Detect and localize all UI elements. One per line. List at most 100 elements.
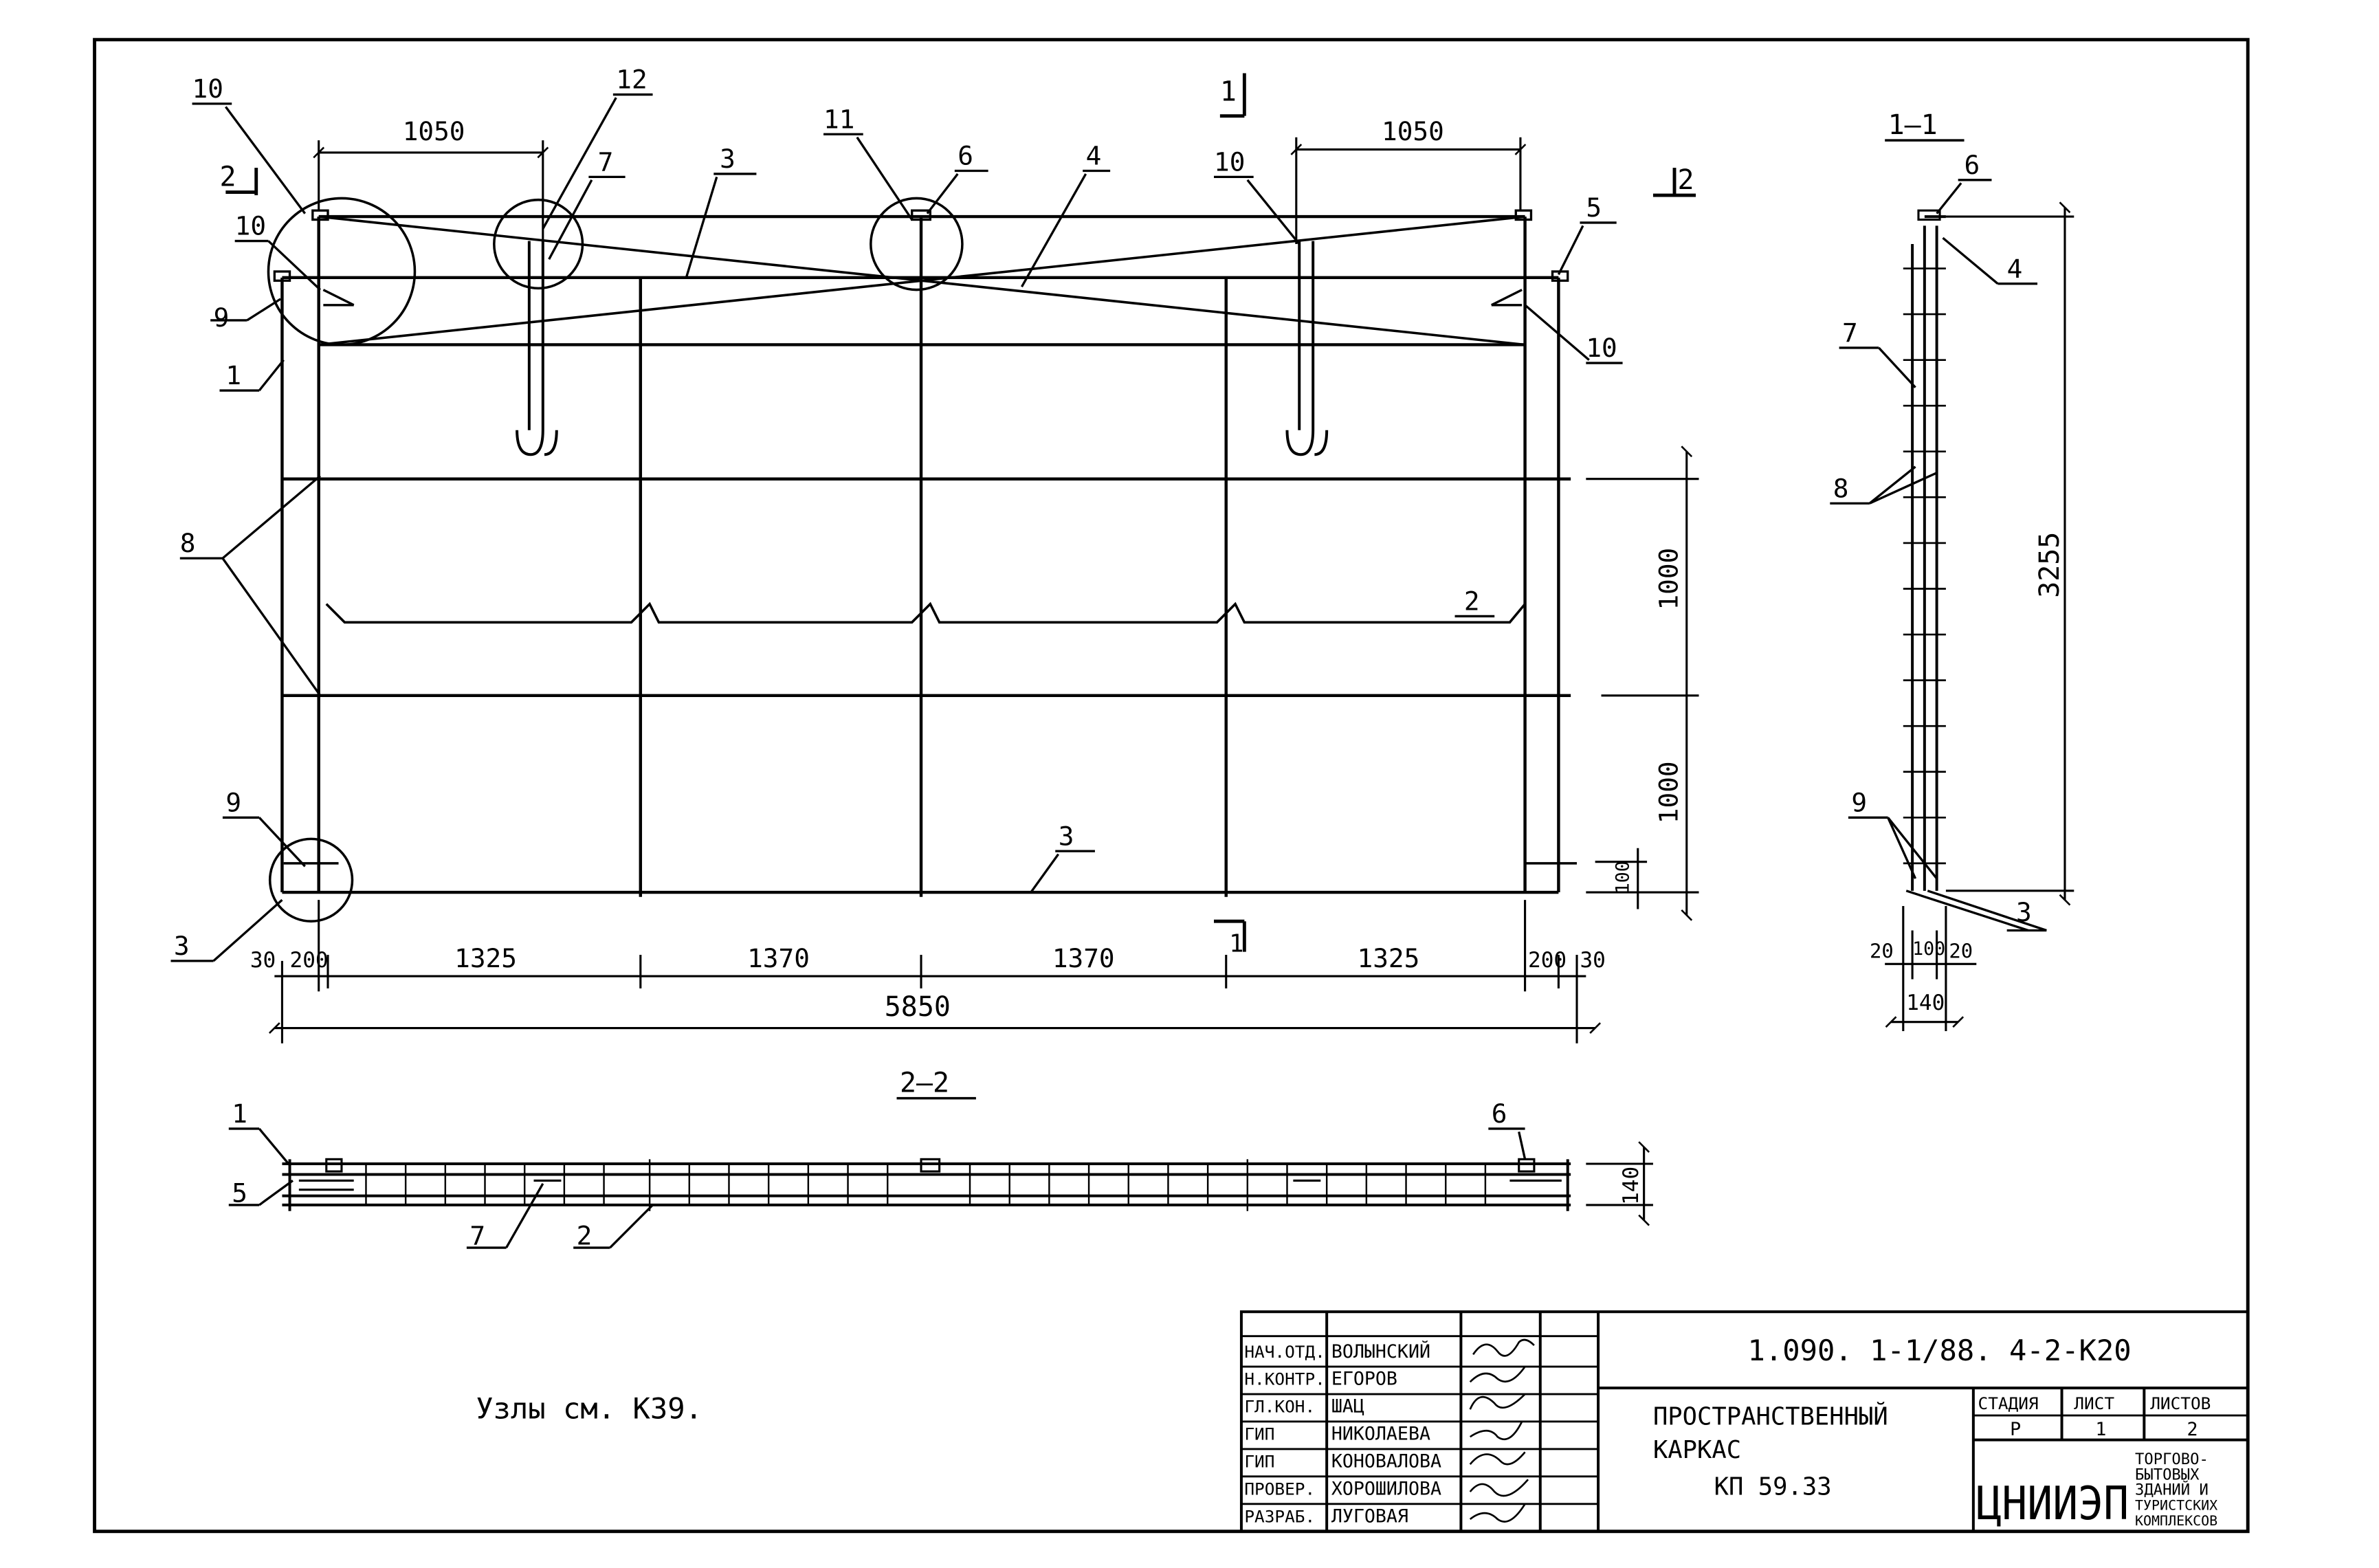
- title-block: [1239, 1310, 2250, 1533]
- dim-right-1000-upper: 1000: [1653, 548, 1683, 610]
- callout-4: 4: [1086, 141, 1102, 171]
- section-1-1-callout-4: 4: [2007, 254, 2023, 284]
- section-1-1-dim-20-left: 20: [1870, 939, 1894, 962]
- callout-10-right: 10: [1586, 333, 1617, 363]
- sig-name-4: КОНОВАЛОВА: [1331, 1451, 1441, 1472]
- section-2-2-dimensions: [1586, 1141, 1653, 1226]
- callout-12: 12: [616, 65, 647, 95]
- section-1-1-callout-3: 3: [2016, 897, 2032, 927]
- callout-3-left: 3: [174, 931, 190, 961]
- dim-bottom-1370-left: 1370: [747, 943, 810, 973]
- top-dimensions: [313, 137, 1527, 245]
- sig-name-0: ВОЛЫНСКИЙ: [1331, 1340, 1430, 1362]
- org-desc-line2: БЫТОВЫХ: [2135, 1466, 2200, 1483]
- section-1-1-title: 1—1: [1888, 109, 1938, 141]
- section-mark-1-bottom: 1: [1229, 930, 1243, 958]
- main-elevation-view: [267, 197, 1578, 923]
- callout-leaders: [170, 93, 1623, 962]
- sig-name-6: ЛУГОВАЯ: [1331, 1505, 1408, 1527]
- dim-bottom-1325-left: 1325: [454, 943, 517, 973]
- section-2-2-callout-7: 7: [469, 1221, 485, 1251]
- section-marks: [225, 73, 1696, 952]
- sheet-header: ЛИСТ: [2074, 1393, 2114, 1413]
- sig-name-1: ЕГОРОВ: [1331, 1369, 1397, 1390]
- section-1-1-dim-100: 100: [1912, 938, 1945, 960]
- dim-top-right: 1050: [1382, 116, 1444, 146]
- callout-8: 8: [180, 528, 196, 558]
- section-1-1-dim-140: 140: [1906, 991, 1945, 1015]
- org-desc-line5: КОМПЛЕКСОВ: [2135, 1512, 2217, 1529]
- dim-right-1000-lower: 1000: [1653, 761, 1683, 824]
- section-2-2-callout-2: 2: [577, 1221, 593, 1251]
- section-2-2-callout-1: 1: [232, 1098, 247, 1129]
- dim-bottom-1370-right: 1370: [1052, 943, 1115, 973]
- section-2-2-title: 2—2: [900, 1068, 949, 1099]
- dim-overall-5850: 5850: [885, 991, 951, 1023]
- stage-header: СТАДИЯ: [1978, 1393, 2039, 1413]
- callout-9-bottom: 9: [225, 787, 241, 817]
- sig-role-4: ГИП: [1244, 1452, 1274, 1472]
- section-1-1-callout-6: 6: [1965, 150, 1980, 180]
- dim-bottom-200-right: 200: [1528, 948, 1567, 973]
- sig-role-6: РАЗРАБ.: [1244, 1506, 1315, 1526]
- organization-name: ЦНИИЭП: [1976, 1477, 2129, 1530]
- callout-11: 11: [823, 104, 854, 134]
- stage-value: Р: [2010, 1419, 2021, 1440]
- section-mark-2-right: 2: [1677, 164, 1694, 196]
- dim-bottom-1325-right: 1325: [1358, 943, 1420, 973]
- sig-name-3: НИКОЛАЕВА: [1331, 1424, 1430, 1445]
- section-1-1-dim-20-right: 20: [1949, 939, 1973, 962]
- sig-role-3: ГИП: [1244, 1424, 1274, 1444]
- org-desc-line4: ТУРИСТСКИХ: [2135, 1497, 2217, 1514]
- section-1-1-callout-9: 9: [1851, 787, 1867, 817]
- sheets-header: ЛИСТОВ: [2150, 1393, 2211, 1413]
- callout-9-top: 9: [214, 302, 230, 333]
- bottom-dimensions: [268, 900, 1602, 1044]
- right-dimensions: [1586, 445, 1699, 921]
- dim-bottom-200-left: 200: [290, 948, 329, 973]
- callout-6: 6: [958, 141, 973, 171]
- sig-role-5: ПРОВЕР.: [1244, 1479, 1315, 1499]
- handwritten-signatures: [1469, 1338, 1535, 1523]
- drawing-name-line2: КАРКАС: [1653, 1436, 1741, 1464]
- callout-3-top: 3: [720, 144, 735, 174]
- section-1-1-height: 3255: [2034, 532, 2066, 598]
- callout-5: 5: [1586, 192, 1602, 223]
- org-desc-line1: ТОРГОВО-: [2135, 1450, 2209, 1468]
- section-2-2-callout-5: 5: [232, 1178, 247, 1208]
- callout-2: 2: [1464, 586, 1480, 617]
- dim-bottom-30-right: 30: [1580, 948, 1605, 973]
- callout-10-top-left: 10: [192, 74, 223, 104]
- sheet-value: 1: [2095, 1419, 2106, 1440]
- callout-1: 1: [225, 360, 241, 390]
- section-1-1-leaders: [1830, 179, 2047, 932]
- sig-role-1: Н.КОНТР.: [1244, 1369, 1325, 1389]
- dim-right-100: 100: [1612, 861, 1633, 894]
- note-nodes-reference: Узлы см. К39.: [476, 1392, 702, 1426]
- org-desc-line3: ЗДАНИЙ И: [2135, 1479, 2209, 1499]
- callout-7: 7: [598, 147, 614, 177]
- sig-role-0: НАЧ.ОТД.: [1244, 1342, 1325, 1362]
- sig-name-5: ХОРОШИЛОВА: [1331, 1478, 1441, 1499]
- drawing-name-line1: ПРОСТРАНСТВЕННЫЙ: [1653, 1402, 1888, 1431]
- section-2-2-callout-6: 6: [1492, 1098, 1507, 1129]
- dim-bottom-30-left: 30: [250, 948, 276, 973]
- section-2-2-depth: 140: [1619, 1167, 1644, 1205]
- sheets-value: 2: [2187, 1419, 2198, 1440]
- section-1-1-callout-7: 7: [1842, 318, 1858, 348]
- section-2-2-view: [282, 1158, 1571, 1211]
- sig-name-2: ШАЦ: [1331, 1396, 1364, 1417]
- section-mark-1-top: 1: [1220, 76, 1237, 107]
- drawing-code: 1.090. 1-1/88. 4-2-К20: [1748, 1334, 2132, 1367]
- section-1-1-callout-8: 8: [1833, 473, 1849, 503]
- callout-10-left: 10: [235, 211, 266, 241]
- section-mark-2-left: 2: [219, 162, 236, 193]
- section-1-1-dimensions: [1885, 201, 2074, 1031]
- section-2-2-leaders: [228, 1127, 1527, 1249]
- callout-3-bottom: 3: [1059, 821, 1074, 851]
- callout-10-top-right: 10: [1214, 147, 1245, 177]
- sheet-frame: [93, 38, 2250, 1534]
- sig-role-2: ГЛ.КОН.: [1244, 1397, 1315, 1417]
- drawing-name-line3: КП 59.33: [1714, 1472, 1832, 1501]
